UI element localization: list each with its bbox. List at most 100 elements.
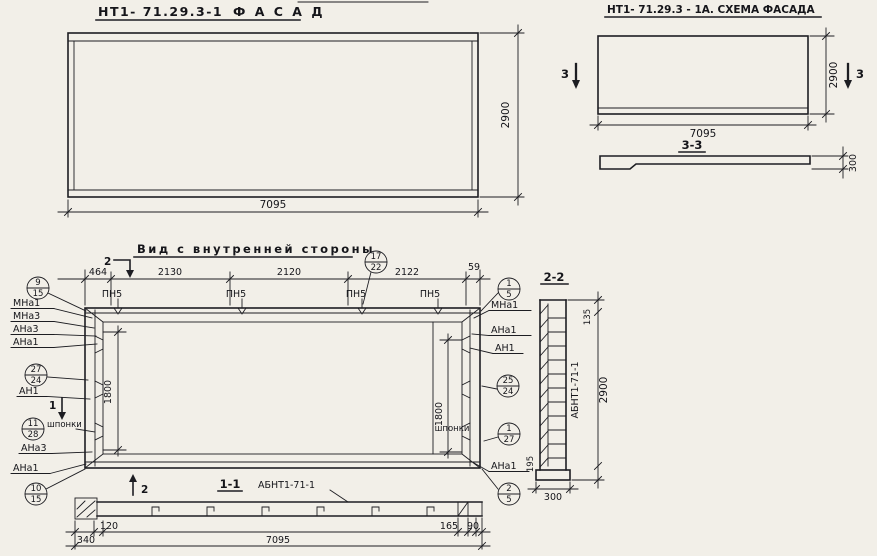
- facade-title-fasad: Ф А С А Д: [233, 4, 325, 19]
- balloon-11: 11: [28, 419, 39, 429]
- cut-arrow-left: [572, 80, 580, 89]
- dim-2130: 2130: [158, 267, 182, 278]
- balloon-5b: 5: [506, 495, 511, 505]
- dim-schema-height: 2900: [828, 62, 840, 89]
- balloon-2: 2: [506, 484, 511, 494]
- balloon-25: 25: [503, 376, 514, 386]
- strip-thickness-dimension: 300: [811, 146, 859, 179]
- left-keys: [94, 335, 104, 441]
- balloon-15b: 15: [31, 495, 42, 505]
- balloon-17: 17: [371, 252, 382, 262]
- schema-title: НТ1- 71.29.3 - 1А. СХЕМА ФАСАДА: [607, 4, 815, 16]
- inner-title: Вид с внутренней стороны: [137, 242, 375, 256]
- balloon-27b: 27: [504, 435, 515, 445]
- inner-panel-outline: [84, 307, 481, 469]
- label-ana1-right-2: АНа1: [491, 461, 517, 472]
- label-shponki-right: шпонки: [435, 424, 470, 434]
- balloon-10: 10: [31, 484, 42, 494]
- right-callouts: 1 5 МНа1 АНа1 АН1 25 24 шпонки 1 27 АНа1: [435, 277, 532, 506]
- section-3-cut-marks: 3 3: [561, 62, 864, 89]
- dim-1800-right: 1800: [434, 402, 445, 426]
- dim-facade-height: 2900: [500, 102, 512, 129]
- label-ana3-left-2: АНа3: [21, 443, 47, 454]
- label-mna1-right: МНа1: [491, 300, 518, 311]
- dim-2120: 2120: [277, 267, 301, 278]
- balloon-15: 15: [33, 289, 44, 299]
- dim-7095-bottom: 7095: [266, 535, 290, 546]
- facade-height-dimension: 2900: [479, 24, 525, 206]
- section-2-2-body: [535, 299, 571, 481]
- schema-height-dimension: 2900: [809, 27, 840, 123]
- section-2-2-height-dimension: 2900 135 195: [526, 291, 610, 489]
- section-rungs: [547, 317, 567, 459]
- label-ana1-left: АНа1: [13, 337, 39, 348]
- balloon-28: 28: [28, 430, 39, 440]
- section-1-1-strip: [74, 497, 483, 520]
- cut-label-2-top: 2: [104, 256, 111, 268]
- balloon-22: 22: [371, 263, 382, 273]
- dim-300-section: 300: [544, 492, 562, 503]
- inner-vertical-dimensions: 1800 1800: [102, 325, 463, 459]
- pn5-label-3: ПН5: [346, 289, 366, 300]
- section-2-2-label: 2-2: [544, 270, 565, 284]
- item-mark-abnt-vertical: АБНТ1-71-1: [570, 362, 581, 419]
- inner-bottom-dimensions: 340 120 165 90 7095: [65, 517, 491, 551]
- anchor-hooks: [151, 506, 435, 517]
- facade-width-dimension: 7095: [57, 199, 489, 218]
- schema-panel-outline: [597, 35, 809, 115]
- cut-arrow-2-bottom: [129, 474, 137, 482]
- facade-panel-outline: [67, 32, 479, 198]
- dim-59: 59: [468, 262, 480, 273]
- dim-464: 464: [89, 267, 107, 278]
- cut-arrow-right: [844, 80, 852, 89]
- section-1-1-label: 1-1: [220, 477, 241, 491]
- balloon-5: 5: [506, 290, 511, 300]
- section-3-3-strip: [599, 155, 811, 170]
- cut-arrow-1: [58, 412, 66, 420]
- dim-2900-section: 2900: [598, 377, 610, 404]
- balloon-24: 24: [31, 376, 42, 386]
- balloon-1: 1: [506, 279, 511, 289]
- dim-schema-width: 7095: [690, 128, 717, 140]
- dim-120: 120: [100, 521, 118, 532]
- pn5-labels: ПН5 ПН5 ПН5 ПН5: [102, 289, 440, 308]
- section-2-2: 2-2 АБНТ1-71-1 2900 135 195 300: [526, 270, 610, 503]
- dim-90: 90: [467, 521, 479, 532]
- balloon-27: 27: [31, 365, 42, 375]
- label-an1-right: АН1: [495, 343, 515, 354]
- pn5-label-2: ПН5: [226, 289, 246, 300]
- label-mna1-left: МНа1: [13, 298, 40, 309]
- balloon-1b: 1: [506, 424, 511, 434]
- cut-label-3-left: 3: [561, 67, 569, 81]
- facade-view: НТ1- 71.29.3-1 Ф А С А Д 7095 2900: [57, 1, 525, 218]
- cut-label-3-right: 3: [856, 67, 864, 81]
- cut-arrow-2-top: [126, 270, 134, 278]
- schema-width-dimension: 7095: [589, 115, 817, 140]
- cut-label-1: 1: [49, 400, 56, 412]
- callout-balloon-top: 17 22: [362, 250, 388, 305]
- pn5-label-4: ПН5: [420, 289, 440, 300]
- section-hatch: [539, 304, 549, 468]
- item-mark-abnt: АБНТ1-71-1: [258, 480, 315, 491]
- section-3-3-label: 3-3: [682, 138, 703, 152]
- label-an1-left: АН1: [19, 386, 39, 397]
- balloon-24b: 24: [503, 387, 514, 397]
- section-2-2-width-dimension: 300: [527, 481, 579, 503]
- inner-view: Вид с внутренней стороны ПН5 ПН5 ПН5: [10, 242, 532, 551]
- dim-135: 135: [583, 309, 593, 325]
- facade-schema-view: НТ1- 71.29.3 - 1А. СХЕМА ФАСАДА 3 3 7095: [561, 4, 864, 179]
- end-hatch: [76, 500, 96, 518]
- top-notches: [113, 307, 443, 315]
- left-callouts: 9 15 МНа1 МНа3 АНа3 АНа1 27 24 АН1: [10, 276, 98, 506]
- dim-1800-left: 1800: [103, 380, 114, 404]
- section-2-cut-marks: 2 2: [104, 256, 148, 496]
- label-ana1-right: АНа1: [491, 325, 517, 336]
- dim-165: 165: [440, 521, 458, 532]
- dim-195: 195: [526, 456, 536, 472]
- label-mna3-left: МНа3: [13, 311, 40, 322]
- cut-label-2-bottom: 2: [141, 484, 148, 496]
- dim-300: 300: [848, 154, 859, 172]
- balloon-9: 9: [35, 278, 40, 288]
